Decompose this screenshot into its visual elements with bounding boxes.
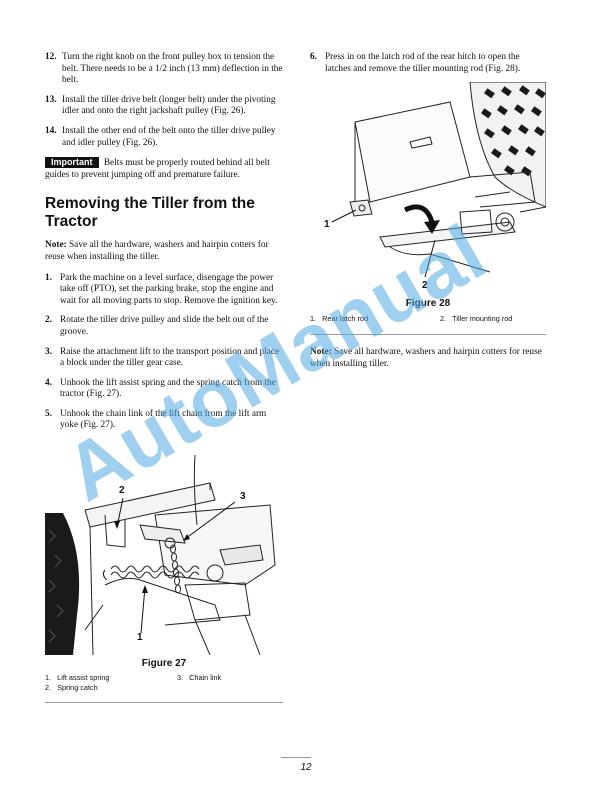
note-text: Save all hardware, washers and hairpin c… [310, 347, 542, 369]
step-3: 3. Raise the attachment lift to the tran… [45, 347, 283, 370]
legend-item-2: 2. Tiller mounting rod [440, 314, 513, 323]
legend-item-1: 1. Rear latch rod [310, 314, 368, 323]
step-number: 6. [310, 52, 317, 62]
step-text: Press in on the latch rod of the rear hi… [325, 52, 521, 74]
note: Note: Save all hardware, washers and hai… [310, 347, 546, 370]
lift-assembly-drawing [45, 454, 276, 656]
callout-2: 2 [119, 485, 125, 496]
important-notice: Important Belts must be properly routed … [45, 157, 283, 181]
figure-27-illustration: 2 3 1 [45, 454, 283, 656]
step-text: Install the tiller drive belt (longer be… [62, 94, 276, 117]
step-12: 12. Turn the right knob on the front pul… [45, 52, 283, 87]
section-heading: Removing the Tiller from the Tractor [45, 195, 255, 231]
right-column: 6. Press in on the latch rod of the rear… [310, 52, 546, 83]
callout-1: 1 [324, 219, 330, 230]
figure-legend: 1. Lift assist spring 3. Chain link 2. S… [45, 673, 283, 693]
step-2: 2. Rotate the tiller drive pulley and sl… [45, 315, 283, 338]
note-text: Save all the hardware, washers and hairp… [45, 240, 269, 262]
left-column: 12. Turn the right knob on the front pul… [45, 52, 283, 440]
figure-28-illustration: 1 2 [310, 81, 547, 294]
rear-hitch-drawing [331, 81, 547, 278]
step-number: 12. [45, 52, 57, 62]
step-text: Unhook the lift assist spring and the sp… [60, 377, 276, 400]
divider [45, 702, 283, 703]
legend-item-1: 1. Lift assist spring [45, 673, 110, 682]
step-14: 14. Install the other end of the belt on… [45, 126, 283, 149]
divider [310, 334, 546, 335]
important-badge: Important [45, 157, 99, 169]
important-text: Belts must be properly routed behind all… [45, 158, 270, 180]
step-4: 4. Unhook the lift assist spring and the… [45, 378, 283, 401]
footer-rule [281, 757, 311, 758]
note: Note: Save all the hardware, washers and… [45, 240, 283, 263]
step-number: 5. [45, 408, 52, 419]
note-label: Note: [45, 240, 67, 251]
callout-3: 3 [240, 491, 246, 502]
callout-2: 2 [422, 280, 428, 291]
legend-item-2: 2. Spring catch [45, 683, 98, 692]
step-text: Install the other end of the belt onto t… [62, 125, 276, 148]
legend-item-3: 3. Chain link [177, 673, 222, 682]
figure-28-caption: Figure 28 1. Rear latch rod 2. Tiller mo… [310, 298, 546, 379]
step-text: Unhook the chain link of the lift chain … [60, 408, 267, 431]
step-number: 13. [45, 94, 57, 105]
figure-title: Figure 28 [405, 298, 451, 309]
page-number: 12 [300, 762, 312, 773]
step-number: 14. [45, 125, 57, 136]
step-1: 1. Park the machine on a level surface, … [45, 273, 283, 308]
figure-27-caption: Figure 27 1. Lift assist spring 3. Chain… [45, 658, 283, 703]
step-number: 2. [45, 315, 52, 326]
step-number: 1. [45, 272, 52, 283]
figure-title: Figure 27 [141, 658, 187, 669]
step-text: Rotate the tiller drive pulley and slide… [60, 315, 269, 337]
note-label: Note: [310, 347, 332, 357]
step-text: Park the machine on a level surface, dis… [60, 272, 278, 306]
figure-legend: 1. Rear latch rod 2. Tiller mounting rod [310, 314, 546, 324]
step-6: 6. Press in on the latch rod of the rear… [310, 52, 546, 75]
step-number: 3. [45, 346, 52, 357]
callout-1: 1 [137, 632, 143, 643]
step-5: 5. Unhook the chain link of the lift cha… [45, 409, 283, 432]
step-number: 4. [45, 377, 52, 388]
step-text: Raise the attachment lift to the transpo… [60, 346, 280, 369]
step-13: 13. Install the tiller drive belt (longe… [45, 95, 283, 118]
step-text: Turn the right knob on the front pulley … [62, 52, 283, 86]
